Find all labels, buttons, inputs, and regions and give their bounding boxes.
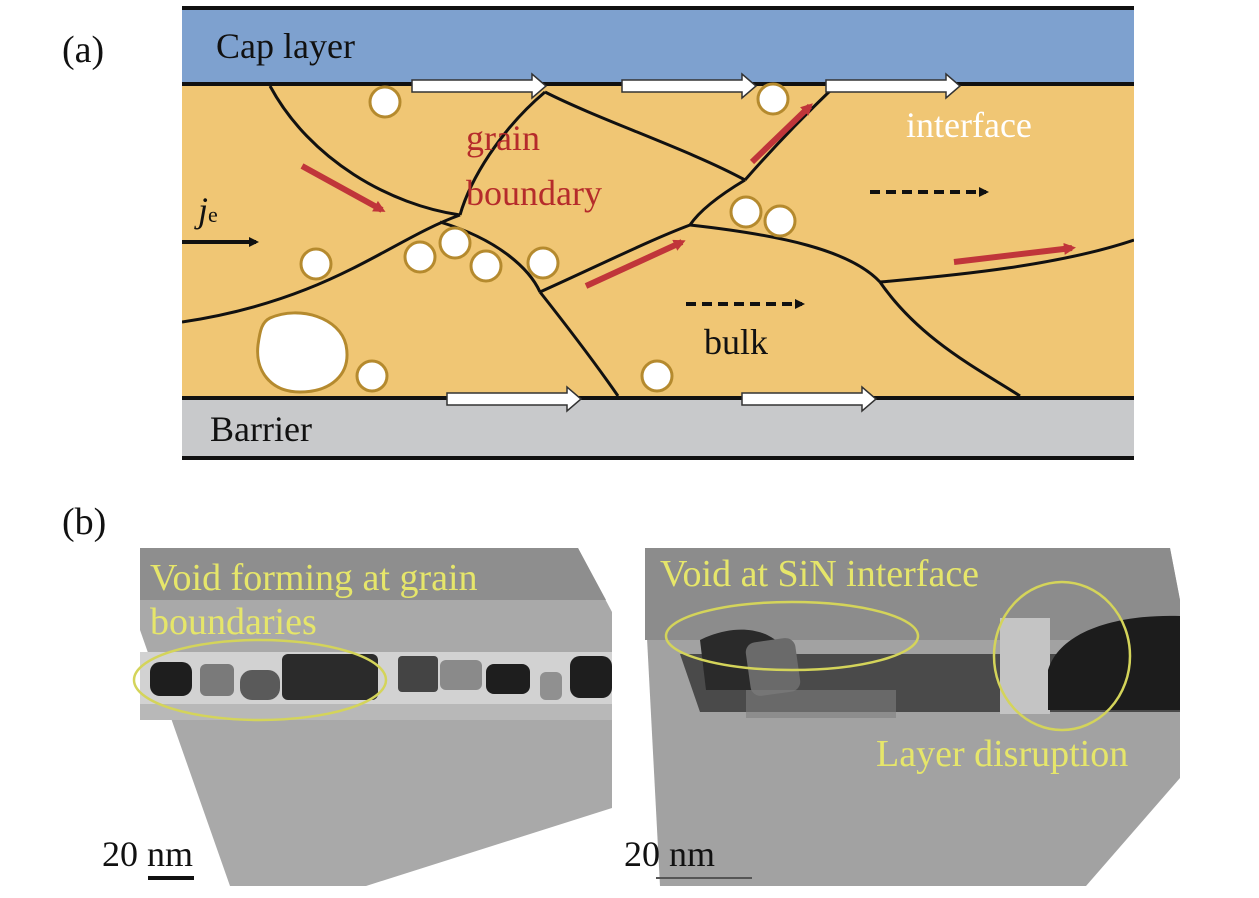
bulk-flux-arrows [686,187,989,309]
grain-boundaries [182,84,1134,398]
disruption-highlight [992,580,1132,732]
left-caption-line1: Void forming at grain [150,557,478,599]
right-tem-image [645,548,1180,886]
cap-layer [182,8,1134,84]
right-caption-top: Void at SiN interface [660,553,979,595]
left-void-highlight [132,638,388,722]
cap-layer-label: Cap layer [216,26,355,66]
bulk-label: bulk [704,322,768,362]
left-gray-grains [200,660,562,700]
grain-boundary-flux-arrows [300,103,1076,289]
left-scale-label: 20 nm [102,834,193,874]
right-scale-label: 20 nm [624,834,715,874]
left-tem-image [132,548,612,886]
electromigration-schematic: Cap layer Barrier grain boundary interfa… [182,6,1134,460]
panel-a-label: (a) [62,29,105,71]
barrier-layer [182,398,1134,458]
interface-flux-arrows [411,72,962,413]
left-caption-line2: boundaries [150,601,317,643]
right-void-grain [745,638,801,696]
voids [256,82,797,394]
grain-label-line1: grain [466,118,540,158]
large-void [256,311,349,394]
left-void-particles [150,654,612,700]
panel-b-label: (b) [62,501,107,543]
current-subscript: e [208,202,218,227]
grain-label-line2: boundary [466,173,602,213]
right-caption-bottom: Layer disruption [876,733,1128,775]
current-density-label: je [194,190,218,230]
interface-label: interface [906,105,1032,145]
right-void-highlight [664,600,920,672]
barrier-label: Barrier [210,409,312,449]
